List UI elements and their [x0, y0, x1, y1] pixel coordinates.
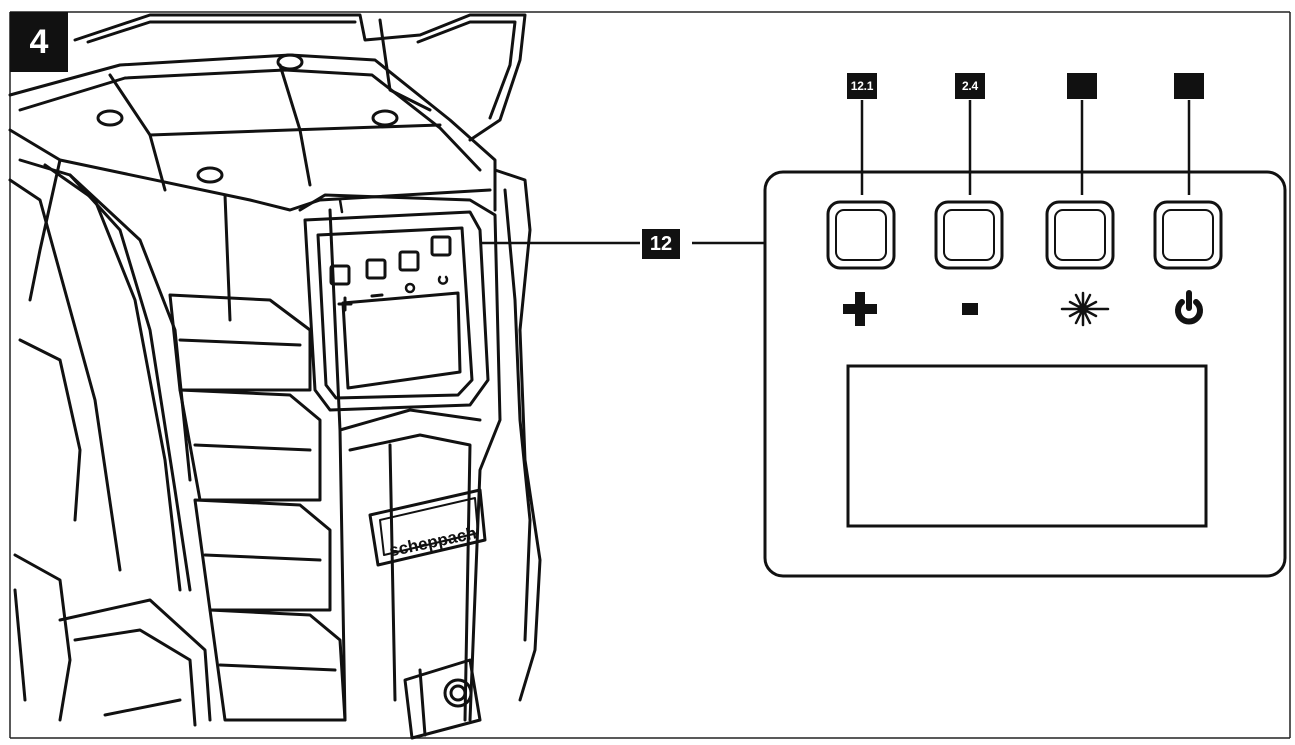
plus-button[interactable] — [826, 200, 896, 270]
callout-power-button — [1174, 73, 1204, 99]
device-illustration — [8, 13, 542, 740]
figure-number: 4 — [10, 12, 68, 72]
power-button[interactable] — [1153, 200, 1223, 270]
minus-icon — [962, 303, 978, 315]
power-icon — [1175, 290, 1203, 325]
figure-frame — [9, 11, 1291, 739]
laser-button[interactable] — [1045, 200, 1115, 270]
callout-laser-button — [1067, 73, 1097, 99]
callout-panel: 12 — [642, 229, 680, 259]
button-leader-lines — [860, 100, 1191, 195]
callout-plus-button: 12.1 — [847, 73, 877, 99]
laser-icon — [1060, 291, 1110, 327]
callout-minus-button: 2.4 — [955, 73, 985, 99]
minus-button[interactable] — [934, 200, 1004, 270]
plus-icon — [843, 292, 877, 326]
device-brand-logo: scheppach — [387, 523, 478, 560]
display-screen — [846, 364, 1208, 528]
